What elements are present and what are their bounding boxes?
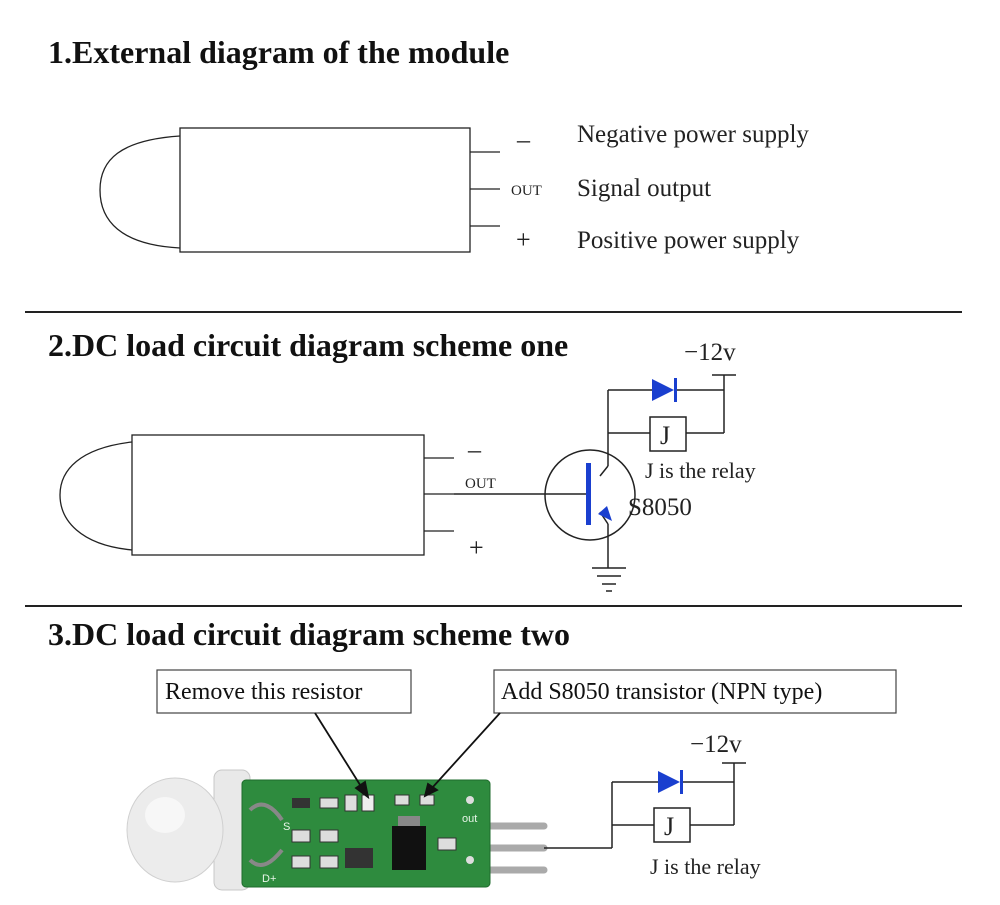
transistor-emitter-arrow (598, 506, 612, 521)
callout-box-add-transistor (493, 669, 897, 714)
transistor-label: S8050 (628, 494, 692, 521)
section-3-title: 3.DC load circuit diagram scheme two (48, 616, 570, 652)
pin-out-symbol-2: OUT (465, 476, 496, 492)
pin-positive-symbol-1: + (516, 225, 531, 254)
circuit-wiring-3 (544, 762, 746, 849)
relay-note-2: J is the relay (645, 458, 756, 483)
pin-out-description: Signal output (577, 175, 711, 202)
voltage-label-3: −12v (690, 731, 742, 758)
diode-icon-2 (652, 378, 677, 402)
pin-negative-symbol-2: – (467, 435, 482, 464)
pin-negative-description: Negative power supply (577, 121, 809, 148)
relay-note-3: J is the relay (650, 854, 761, 879)
pin-positive-symbol-2: + (469, 533, 484, 562)
transistor-base-bar (586, 463, 591, 525)
module-body-2 (59, 434, 454, 556)
relay-symbol-2: J (660, 421, 670, 450)
pin-negative-symbol-1: – (516, 125, 531, 154)
circuit-wiring-2 (454, 374, 736, 592)
diode-icon-3 (658, 770, 683, 794)
pcb-label-s: S (283, 821, 290, 833)
callout-arrows (314, 712, 501, 800)
pcb-module-illustration (126, 769, 548, 891)
pin-positive-description: Positive power supply (577, 227, 800, 254)
pcb-label-out: out (462, 813, 477, 825)
callout-box-remove-resistor (156, 669, 412, 714)
callout-add-transistor: Add S8050 transistor (NPN type) (501, 679, 822, 705)
relay-box-2 (649, 416, 687, 452)
callout-remove-resistor: Remove this resistor (165, 679, 362, 705)
voltage-label-2: −12v (684, 339, 736, 366)
section-2-title: 2.DC load circuit diagram scheme one (48, 327, 568, 363)
relay-symbol-3: J (664, 812, 674, 841)
pin-out-symbol-1: OUT (511, 183, 542, 199)
relay-box-3 (653, 807, 691, 843)
module-body-1 (99, 127, 500, 253)
pcb-label-d-plus: D+ (262, 873, 276, 885)
section-1-title: 1.External diagram of the module (48, 34, 509, 70)
